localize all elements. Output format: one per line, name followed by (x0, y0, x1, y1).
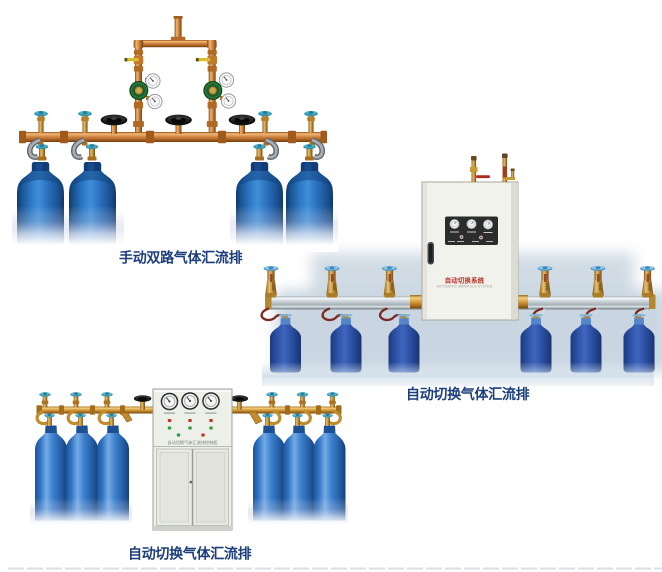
svg-text:手动双路气体汇流排: 手动双路气体汇流排 (119, 250, 243, 266)
svg-text:AUTOMATIC MANIFOLD SYSTEM: AUTOMATIC MANIFOLD SYSTEM (436, 285, 492, 289)
svg-text:自动切换系统: 自动切换系统 (445, 276, 485, 285)
svg-text:自动切换气体汇流排控制柜: 自动切换气体汇流排控制柜 (167, 439, 217, 446)
svg-text:自动切换气体汇流排: 自动切换气体汇流排 (406, 386, 530, 402)
svg-text:自动切换气体汇流排: 自动切换气体汇流排 (128, 546, 252, 562)
